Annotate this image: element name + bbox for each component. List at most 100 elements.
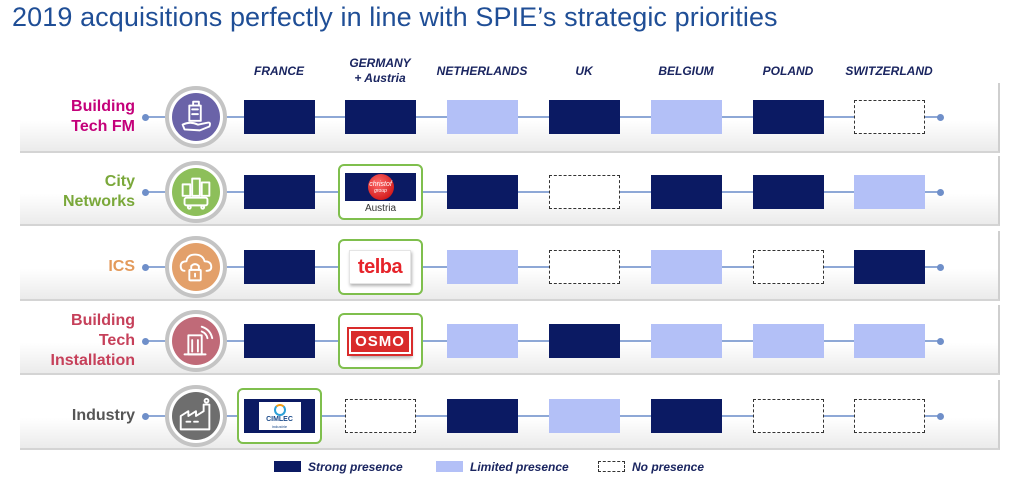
presence-cell-none [345, 399, 416, 433]
presence-cell-strong [244, 175, 315, 209]
row-connector-line [145, 116, 941, 118]
presence-cell-strong [651, 399, 722, 433]
presence-cell-limited [753, 324, 824, 358]
presence-cell-none [549, 250, 620, 284]
row-end-dot [937, 264, 944, 271]
row-start-dot [142, 264, 149, 271]
column-header-switzerland: SWITZERLAND [834, 64, 944, 79]
presence-cell-none [854, 100, 925, 134]
cloud-lock-icon [172, 243, 220, 291]
row-label-line: City [104, 173, 135, 190]
row-connector-line [145, 340, 941, 342]
legend-label-limited: Limited presence [470, 460, 569, 474]
legend-swatch-strong [274, 461, 301, 472]
row-label-line: Tech [98, 332, 135, 349]
presence-cell-none [753, 250, 824, 284]
cimlec-logo-text: CIMLEC [266, 415, 293, 423]
row-icon-badge [165, 385, 227, 447]
column-header-subline: + Austria [354, 71, 406, 85]
building-hand-icon [172, 93, 220, 141]
presence-cell-limited [651, 324, 722, 358]
factory-icon [172, 392, 220, 440]
row-connector-line [145, 191, 941, 193]
presence-cell-strong [244, 100, 315, 134]
row-label-line: ICS [108, 258, 135, 275]
presence-cell-strong [244, 250, 315, 284]
row-icon-badge [165, 236, 227, 298]
row-label-line: Industry [71, 407, 135, 424]
row-label-line: Installation [50, 352, 135, 369]
osmo-logo-text: OSMO [347, 326, 413, 356]
presence-cell-strong [447, 399, 518, 433]
row-start-dot [142, 189, 149, 196]
column-header-france: FRANCE [224, 64, 334, 79]
presence-cell-none [753, 399, 824, 433]
legend-swatch-limited [436, 461, 463, 472]
page-title: 2019 acquisitions perfectly in line with… [12, 2, 778, 32]
column-header-line: NETHERLANDS [436, 64, 528, 78]
acquisition-caption: Austria [364, 203, 397, 214]
row-connector-line [145, 415, 941, 417]
legend-label-none: No presence [632, 460, 705, 474]
presence-cell-none [854, 399, 925, 433]
row-label-ics: ICS [0, 257, 135, 277]
row-label-line: Networks [62, 193, 135, 210]
row-end-dot [937, 114, 944, 121]
presence-cell-strong [651, 175, 722, 209]
presence-cell-none [549, 175, 620, 209]
christof-logo-text: christof [369, 180, 392, 188]
cimlec-mark-icon [273, 403, 286, 416]
christof-logo-subtext: group [374, 187, 387, 194]
column-header-belgium: BELGIUM [631, 64, 741, 79]
presence-cell-limited [854, 175, 925, 209]
column-header-uk: UK [529, 64, 639, 79]
presence-cell-strong [447, 175, 518, 209]
city-train-icon [172, 168, 220, 216]
row-start-dot [142, 114, 149, 121]
row-end-dot [937, 189, 944, 196]
row-connector-line [145, 266, 941, 268]
presence-cell-strong [753, 175, 824, 209]
presence-cell-strong [345, 100, 416, 134]
row-icon-badge [165, 161, 227, 223]
column-header-line: GERMANY [349, 56, 411, 70]
telba-logo: telba [349, 250, 411, 284]
row-label-line: Building [71, 98, 135, 115]
osmo-logo: OSMO [347, 326, 413, 356]
presence-cell-strong [244, 324, 315, 358]
column-header-line: UK [575, 64, 593, 78]
presence-cell-limited [854, 324, 925, 358]
column-header-germany: GERMANY+ Austria [325, 56, 435, 86]
presence-cell-limited [651, 100, 722, 134]
presence-cell-limited [447, 250, 518, 284]
column-header-line: BELGIUM [658, 64, 714, 78]
presence-cell-strong [549, 100, 620, 134]
row-end-dot [937, 338, 944, 345]
row-label-line: Building [71, 312, 135, 329]
legend-swatch-none [598, 461, 625, 472]
presence-cell-strong [549, 324, 620, 358]
column-header-line: POLAND [762, 64, 814, 78]
presence-cell-strong [753, 100, 824, 134]
column-header-poland: POLAND [733, 64, 843, 79]
presence-cell-limited [549, 399, 620, 433]
column-header-line: FRANCE [254, 64, 304, 78]
row-label-line: Tech FM [71, 118, 135, 135]
column-header-netherlands: NETHERLANDS [427, 64, 537, 79]
building-signal-icon [172, 317, 220, 365]
presence-cell-limited [447, 100, 518, 134]
row-start-dot [142, 338, 149, 345]
telba-logo-text: telba [357, 255, 403, 278]
presence-cell-strong [854, 250, 925, 284]
column-header-line: SWITZERLAND [845, 64, 933, 78]
presence-cell-limited [651, 250, 722, 284]
row-icon-badge [165, 86, 227, 148]
row-icon-badge [165, 310, 227, 372]
row-end-dot [937, 413, 944, 420]
presence-cell-limited [447, 324, 518, 358]
